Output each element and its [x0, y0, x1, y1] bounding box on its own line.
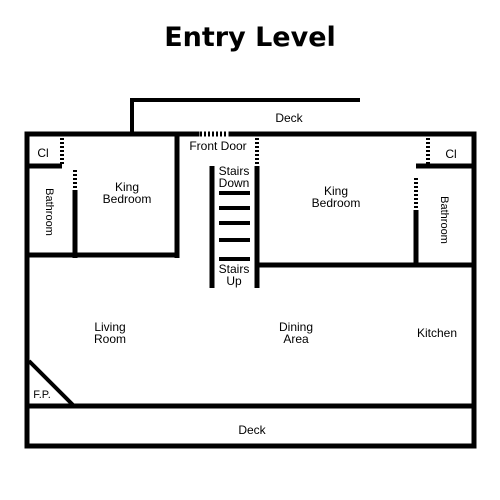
top-deck-railing: [130, 98, 360, 134]
stair-treads: [219, 191, 250, 261]
deck-top-label: Deck: [275, 111, 303, 125]
stairs-down-line1: Stairs: [219, 164, 250, 178]
closet-left-label: Cl: [37, 146, 48, 160]
closet-right-label: Cl: [445, 147, 456, 161]
bathroom-right-label: Bathroom: [438, 196, 450, 244]
fireplace-label: F.P.: [33, 389, 51, 401]
door-openings: [60, 130, 430, 210]
interior-walls: [27, 134, 474, 409]
stairs-up-line1: Stairs: [219, 262, 250, 276]
king-bedroom-left-line1: King: [115, 180, 139, 194]
front-door-label: Front Door: [189, 139, 246, 153]
deck-bottom-label: Deck: [238, 423, 266, 437]
stairs-down-line2: Down: [219, 176, 250, 190]
kitchen-label: Kitchen: [417, 326, 457, 340]
page-title: Entry Level: [164, 22, 336, 53]
bathroom-left-label: Bathroom: [43, 188, 55, 236]
king-bedroom-right-line1: King: [324, 184, 348, 198]
living-room-line1: Living: [94, 320, 125, 334]
dining-area-line1: Dining: [279, 320, 313, 334]
outer-wall: [24, 131, 477, 449]
living-room-line2: Room: [94, 332, 126, 346]
stairs-up-line2: Up: [226, 274, 242, 288]
dining-area-line2: Area: [283, 332, 309, 346]
king-bedroom-left-line2: Bedroom: [103, 192, 152, 206]
king-bedroom-right-line2: Bedroom: [312, 196, 361, 210]
fireplace-icon: [27, 359, 75, 407]
